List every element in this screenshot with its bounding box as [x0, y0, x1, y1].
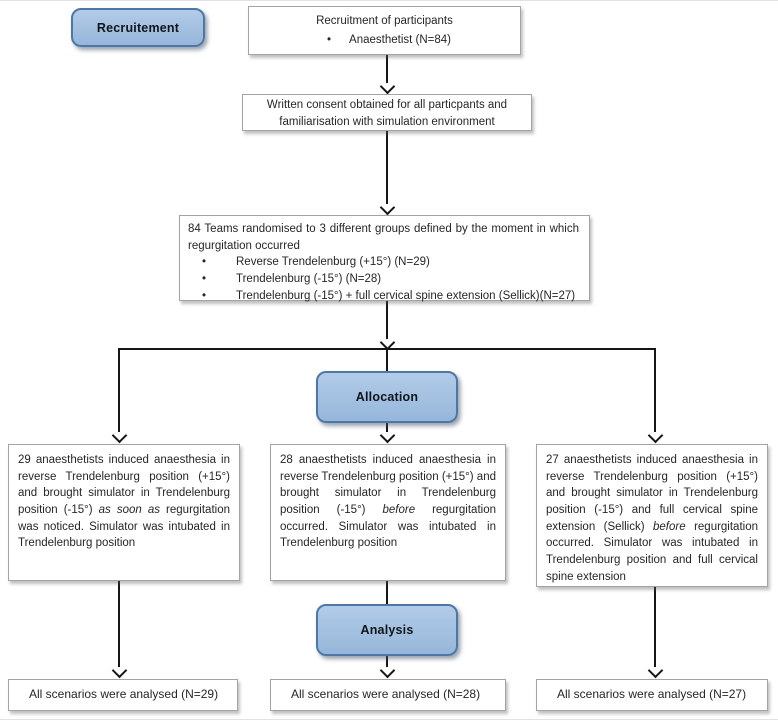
arrow-top-to-consent-line [386, 55, 388, 83]
bullet-glyph: • [202, 273, 207, 286]
group-right-post: regurgitation occurred. Simulator was in… [546, 520, 758, 583]
randomisation-bullet-row: • Reverse Trendelenburg (+15°) (N=29) [188, 254, 581, 271]
analysed-left-text: All scenarios were analysed (N=29) [29, 687, 219, 702]
group-middle-pre: 28 anaesthetists induced anaesthesia in … [280, 454, 496, 517]
box-analysed-left: All scenarios were analysed (N=29) [8, 679, 238, 711]
arrow-right-to-analysed-line [654, 587, 656, 667]
bullet-glyph: • [202, 256, 207, 269]
box-group-left: 29 anaesthetists induced anaesthesia in … [8, 444, 240, 581]
arrow-right-to-analysed-head [647, 662, 664, 679]
arrow-branch-right-line [654, 348, 656, 432]
group-middle-italic: before [382, 504, 416, 517]
stage-label-analysis: Analysis [360, 623, 414, 637]
box-written-consent: Written consent obtained for all particp… [242, 94, 532, 131]
arrow-branch-right-head [647, 427, 664, 444]
stage-pill-allocation: Allocation [316, 371, 458, 423]
analysed-right-text: All scenarios were analysed (N=27) [557, 687, 747, 702]
arrow-consent-to-random-line [386, 131, 388, 204]
group-left-post: regurgitation was noticed. Simulator was… [18, 504, 230, 550]
box-group-middle: 28 anaesthetists induced anaesthesia in … [270, 444, 506, 581]
box-group-right: 27 anaesthetists induced anaesthesia in … [536, 444, 768, 587]
bullet-glyph: • [327, 33, 332, 46]
arrow-left-to-analysed-head [111, 662, 128, 679]
arrow-middle-to-analysed-head [379, 662, 396, 679]
arrow-left-to-analysed-line [118, 581, 120, 667]
group-left-italic: as soon as [98, 504, 160, 517]
box-recruitment-participants: Recruitment of participants • Anaestheti… [248, 6, 521, 55]
arrow-consent-to-random-head [379, 199, 396, 216]
randomisation-bullet-2: Trendelenburg (-15°) (N=28) [236, 273, 382, 286]
stage-label-allocation: Allocation [355, 390, 419, 404]
randomisation-bullet-3: Trendelenburg (-15°) + full cervical spi… [236, 289, 576, 302]
box-randomisation: 84 Teams randomised to 3 different group… [179, 215, 590, 302]
arrow-branch-left-head [111, 427, 128, 444]
group-middle-text: 28 anaesthetists induced anaesthesia in … [271, 445, 505, 559]
arrow-random-to-branch-line [386, 301, 388, 339]
stage-pill-recruitment: Recruitement [71, 8, 205, 47]
group-right-italic: before [653, 520, 686, 533]
recruitment-line1: Recruitment of participants [316, 15, 453, 27]
group-left-text: 29 anaesthetists induced anaesthesia in … [9, 445, 239, 559]
analysed-middle-text: All scenarios were analysed (N=28) [291, 687, 481, 702]
arrow-branch-left-line [118, 348, 120, 432]
box-analysed-right: All scenarios were analysed (N=27) [536, 679, 768, 711]
consent-text: Written consent obtained for all particp… [266, 99, 508, 128]
randomisation-intro: 84 Teams randomised to 3 different group… [188, 223, 579, 252]
stage-label-recruitment: Recruitement [96, 20, 180, 35]
group-middle-post: regurgitation occurred. Simulator was in… [280, 504, 496, 550]
recruitment-bullet-row: • Anaesthetist (N=84) [249, 32, 520, 49]
randomisation-bullet-1: Reverse Trendelenburg (+15°) (N=29) [236, 256, 430, 269]
arrow-top-to-consent-head [379, 78, 396, 95]
bullet-glyph: • [202, 289, 207, 302]
randomisation-bullet-row: • Trendelenburg (-15°) (N=28) [188, 271, 581, 288]
group-right-text: 27 anaesthetists induced anaesthesia in … [537, 445, 767, 592]
box-analysed-middle: All scenarios were analysed (N=28) [270, 679, 506, 711]
group-left-pre: 29 anaesthetists induced anaesthesia in … [18, 454, 230, 517]
group-right-pre: 27 anaesthetists induced anaesthesia in … [546, 454, 758, 533]
arrow-branch-middle-head [379, 427, 396, 444]
stage-pill-analysis: Analysis [316, 604, 458, 656]
recruitment-line2: Anaesthetist (N=84) [349, 33, 451, 46]
randomisation-bullet-row: • Trendelenburg (-15°) + full cervical s… [188, 288, 581, 305]
